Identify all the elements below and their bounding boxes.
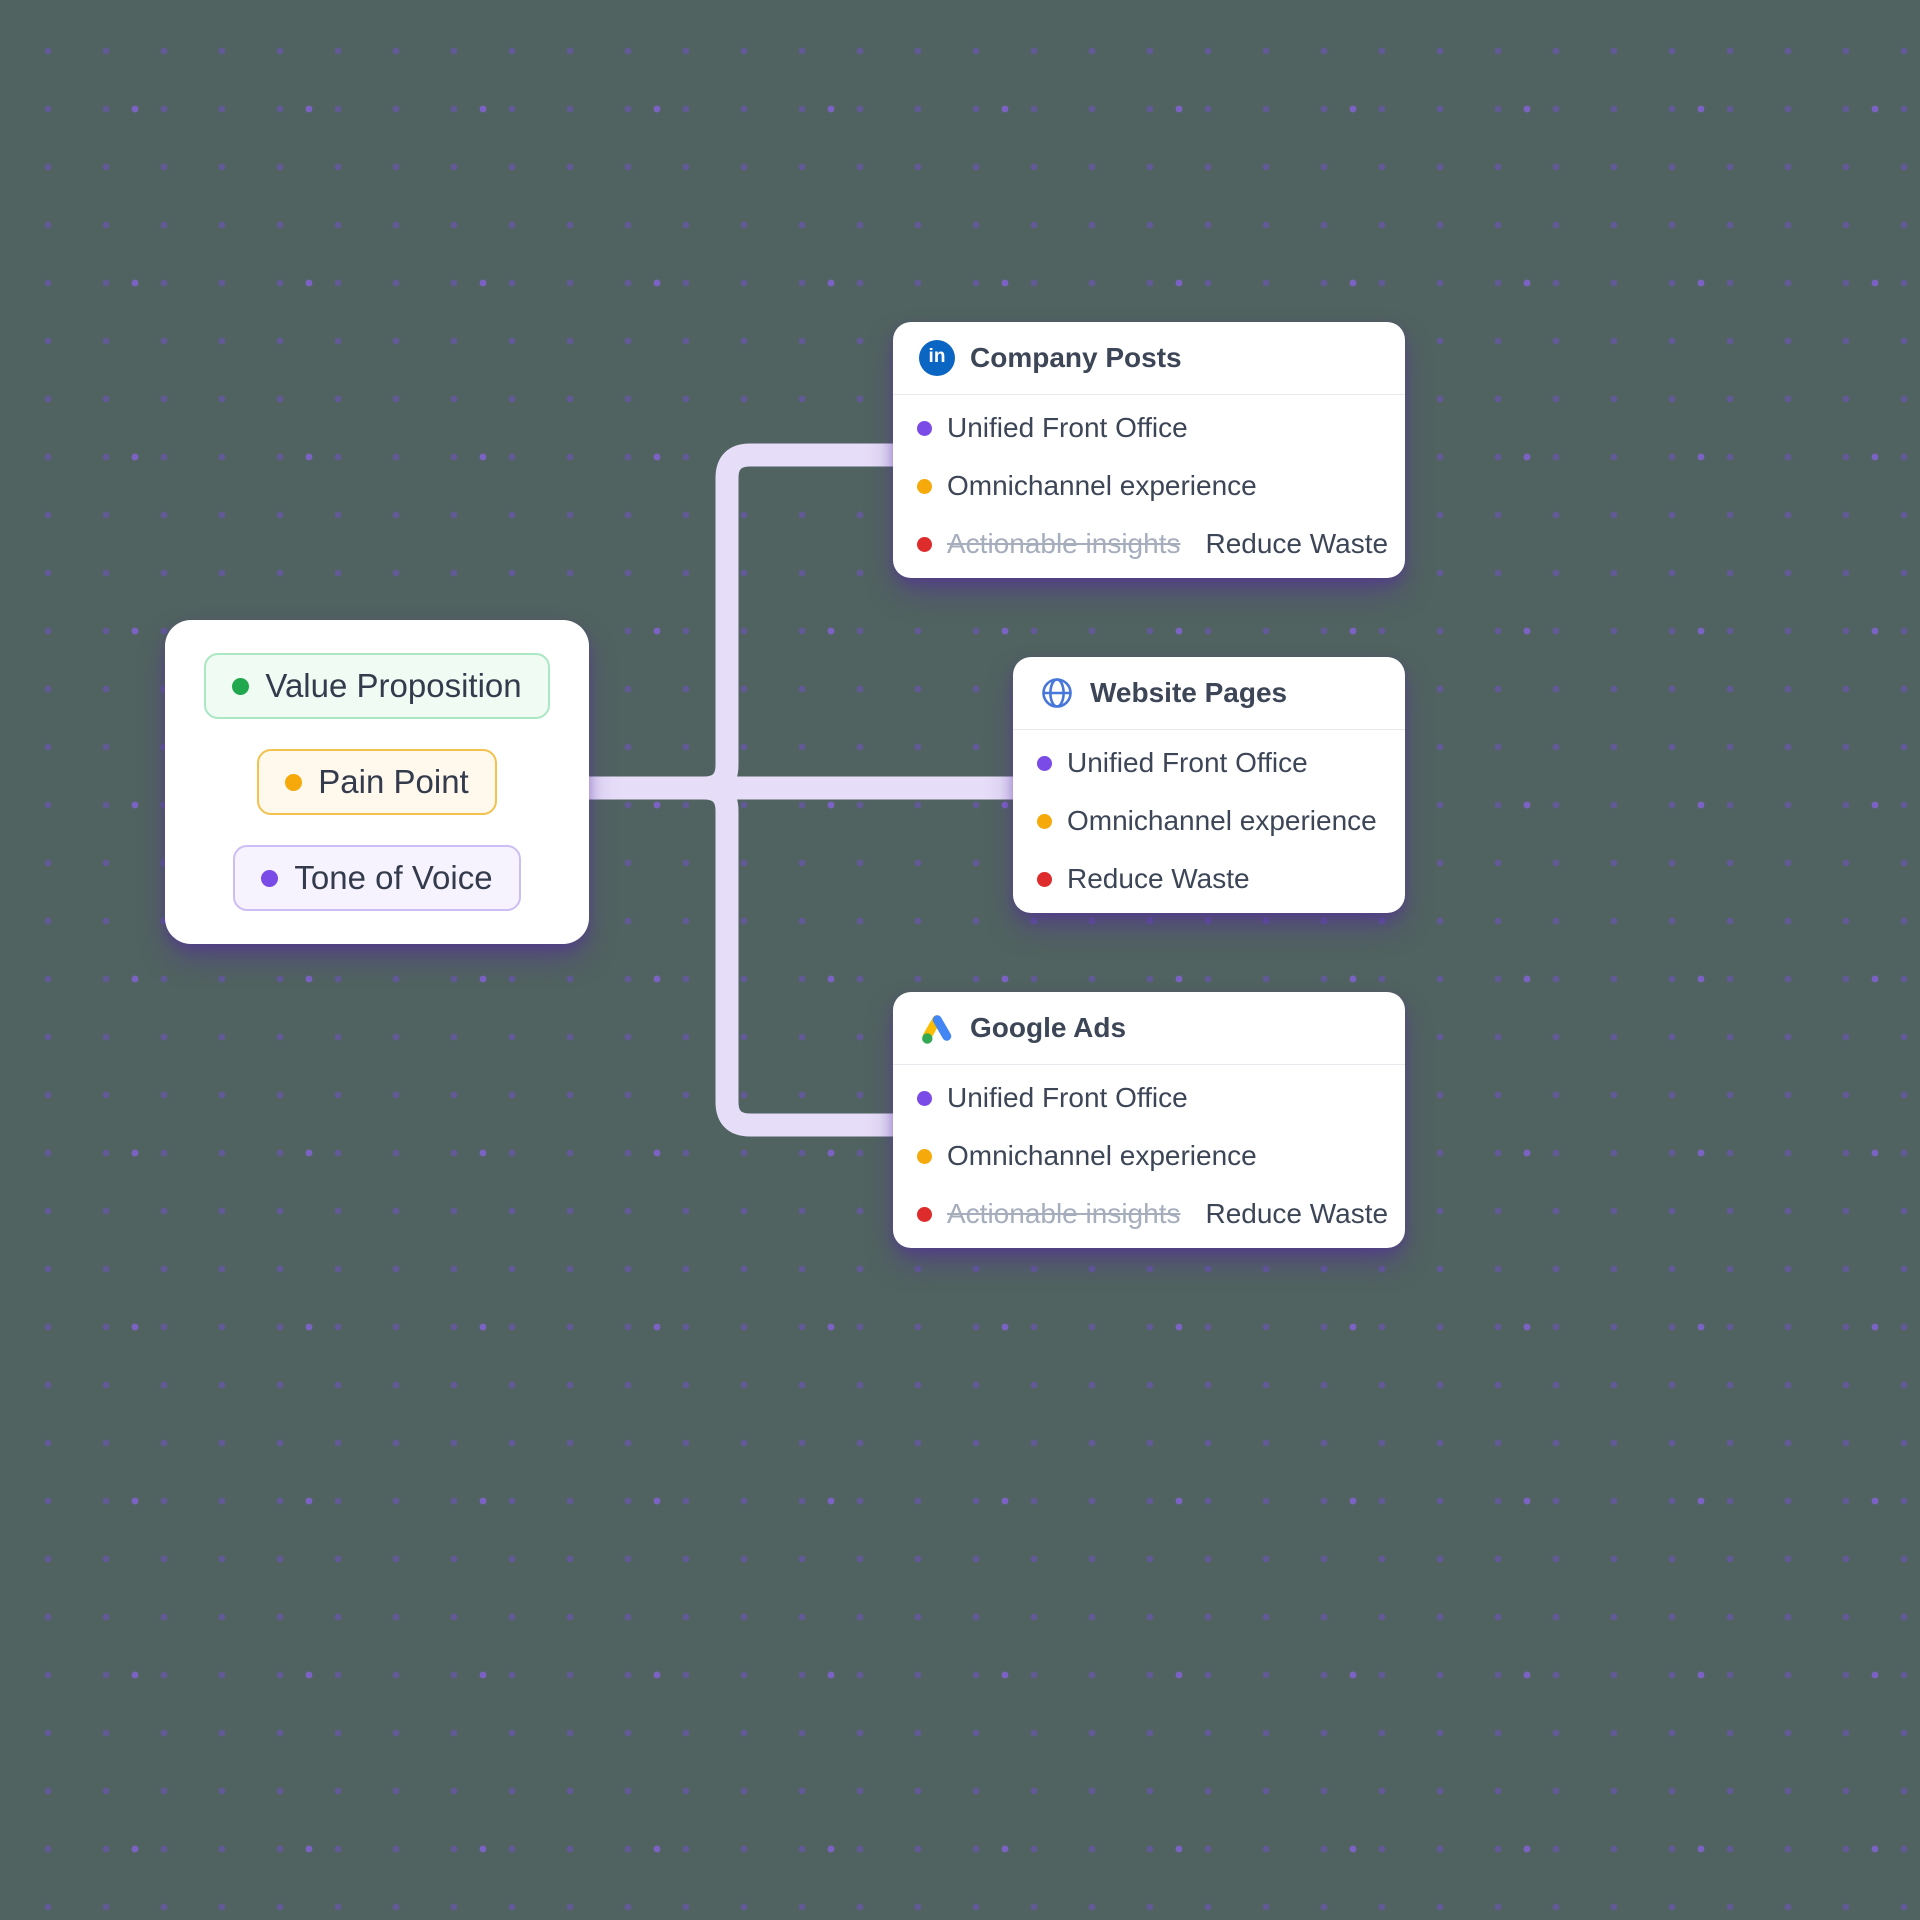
strikethrough-text: Actionable insights: [947, 1198, 1181, 1229]
bullet-dot: [1037, 871, 1052, 887]
list-item: Omnichannel experience: [1037, 792, 1381, 850]
pill-label: Pain Point: [318, 763, 469, 800]
pill-label: Tone of Voice: [294, 859, 493, 896]
bullet-dot: [1037, 813, 1052, 829]
card-header: in Company Posts: [893, 322, 1405, 395]
item-text: Reduce Waste: [1067, 863, 1250, 894]
google-ads-icon: [919, 1010, 955, 1046]
connector-bottom: [574, 776, 910, 1137]
card-body: Unified Front Office Omnichannel experie…: [1013, 730, 1405, 908]
item-text: Reduce Waste: [1205, 528, 1389, 559]
pill-value-proposition[interactable]: Value Proposition: [204, 653, 550, 719]
list-item: Unified Front Office: [917, 1069, 1381, 1127]
list-item: Omnichannel experience: [917, 457, 1381, 515]
linkedin-icon: in: [919, 340, 955, 376]
green-dot-icon: [232, 677, 250, 695]
channel-card-company-posts[interactable]: in Company Posts Unified Front Office Om…: [893, 322, 1405, 578]
bullet-dot: [917, 1206, 932, 1222]
bullet-dot: [917, 420, 932, 436]
card-header: Google Ads: [893, 992, 1405, 1065]
amber-dot-icon: [285, 773, 303, 791]
bullet-dot: [917, 1148, 932, 1164]
purple-dot-icon: [261, 869, 279, 887]
list-item: Actionable insights Reduce Waste: [917, 515, 1388, 573]
list-item: Omnichannel experience: [917, 1127, 1381, 1185]
bullet-dot: [917, 478, 932, 494]
item-text: Reduce Waste: [1205, 1198, 1389, 1229]
bullet-dot: [1037, 755, 1052, 771]
list-item: Unified Front Office: [917, 399, 1381, 457]
list-item: Actionable insights Reduce Waste: [917, 1185, 1388, 1243]
item-text: Omnichannel experience: [1067, 805, 1377, 836]
pill-pain-point[interactable]: Pain Point: [257, 749, 497, 815]
list-item: Unified Front Office: [1037, 734, 1381, 792]
list-item: Reduce Waste: [1037, 850, 1381, 908]
bullet-dot: [917, 536, 932, 552]
item-text: Omnichannel experience: [947, 1140, 1257, 1171]
pill-tone-of-voice[interactable]: Tone of Voice: [233, 845, 521, 911]
card-title: Company Posts: [970, 342, 1182, 373]
globe-icon: [1039, 675, 1075, 711]
card-title: Website Pages: [1090, 677, 1288, 708]
connector-top: [574, 443, 910, 800]
channel-card-website-pages[interactable]: Website Pages Unified Front Office Omnic…: [1013, 657, 1405, 913]
channel-card-google-ads[interactable]: Google Ads Unified Front Office Omnichan…: [893, 992, 1405, 1248]
strikethrough-text: Actionable insights: [947, 528, 1181, 559]
item-text: Unified Front Office: [1067, 747, 1308, 778]
card-header: Website Pages: [1013, 657, 1405, 730]
pill-label: Value Proposition: [265, 667, 522, 704]
card-title: Google Ads: [970, 1012, 1127, 1043]
card-body: Unified Front Office Omnichannel experie…: [893, 1065, 1405, 1243]
source-card[interactable]: Value Proposition Pain Point Tone of Voi…: [165, 620, 589, 944]
item-text: Omnichannel experience: [947, 470, 1257, 501]
card-body: Unified Front Office Omnichannel experie…: [893, 395, 1405, 573]
item-text: Unified Front Office: [947, 412, 1188, 443]
bullet-dot: [917, 1090, 932, 1106]
item-text: Unified Front Office: [947, 1082, 1188, 1113]
